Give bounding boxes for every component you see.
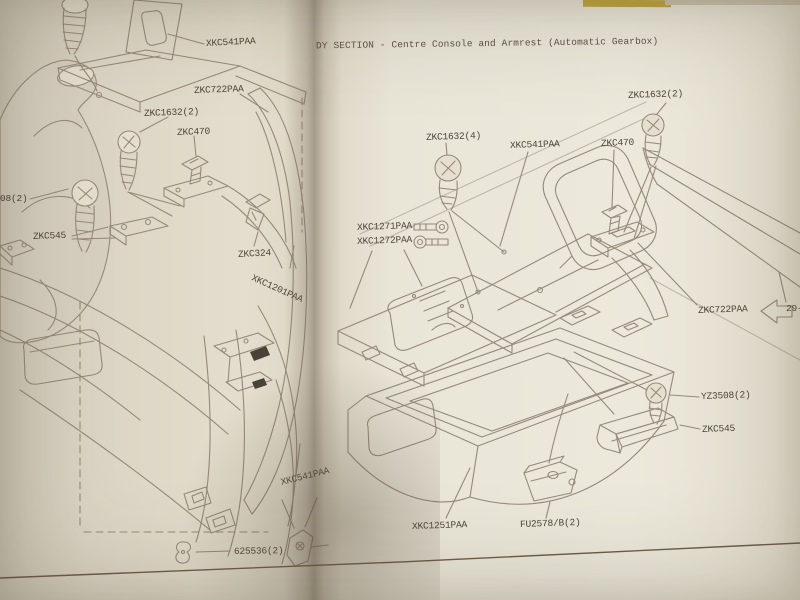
part-label-zkc722paa-left: ZKC722PAA: [193, 83, 244, 96]
part-label-zkc470-left: ZKC470: [176, 125, 211, 138]
part-label-zkc545-right: ZKC545: [701, 422, 736, 435]
part-label-zkc1632-2-right: ZKC1632(2): [627, 88, 684, 101]
top-page-edge: [665, 0, 800, 5]
part-label-xkc541paa-right: XKC541PAA: [509, 138, 560, 151]
part-label-yz3508-partial: 08(2): [0, 193, 28, 204]
part-label-xkc1272paa: XKC1272PAA: [356, 234, 413, 247]
part-label-zkc324: ZKC324: [237, 247, 272, 260]
part-label-zkc722paa-right: ZKC722PAA: [697, 303, 748, 316]
part-label-zkc1632-4: ZKC1632(4): [425, 130, 482, 143]
part-label-zkc545-left: ZKC545: [32, 229, 67, 242]
lower-gutter-shadow: [180, 360, 440, 600]
part-label-zkc470-right: ZKC470: [600, 136, 635, 149]
page-gutter-shadow: [284, 0, 342, 600]
part-label-zkc1632-2-left: ZKC1632(2): [143, 106, 200, 119]
part-label-fu2578b: FU2578/B(2): [519, 516, 581, 530]
spine-sliver: [582, 0, 672, 8]
part-label-yz3508-right: YZ3508(2): [700, 389, 751, 402]
part-label-xkc1271paa: XKC1271PAA: [356, 220, 413, 233]
page-ref-label: 29-: [786, 303, 800, 314]
